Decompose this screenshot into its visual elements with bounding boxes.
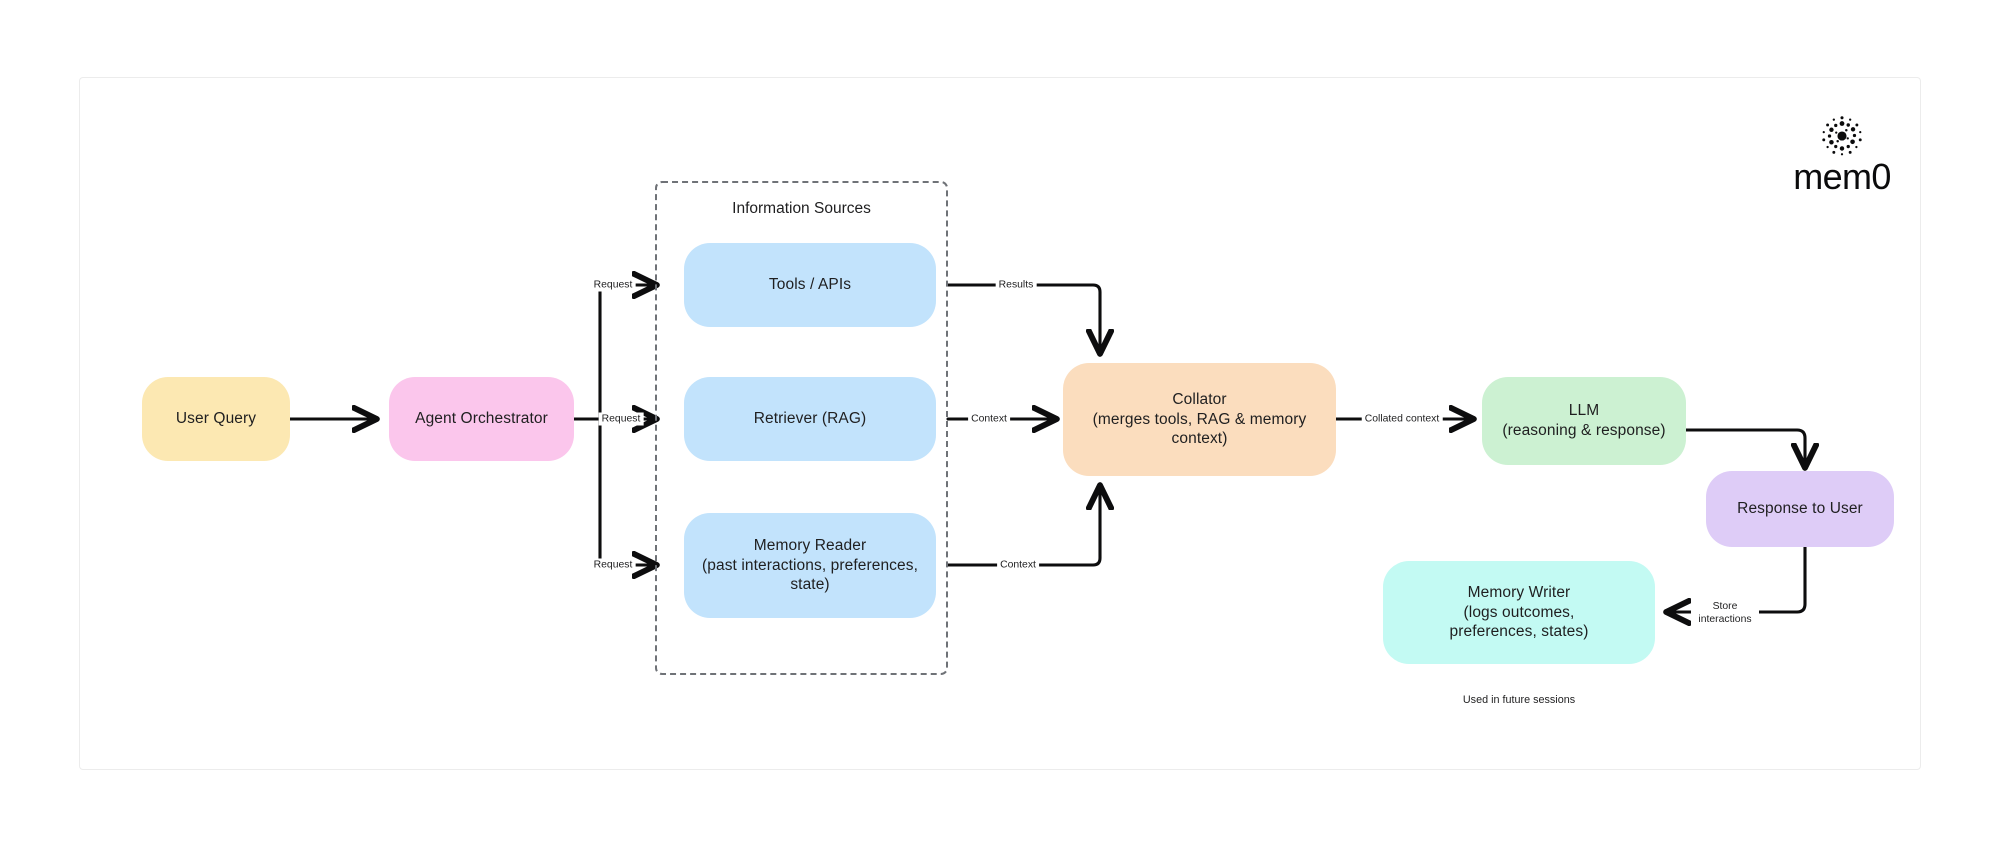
brand-logo: mem0 [1772,112,1912,202]
brand-wordmark: mem0 [1793,156,1891,197]
node-memory-writer[interactable]: Memory Writer (logs outcomes, preference… [1383,561,1655,664]
node-agent-orchestrator[interactable]: Agent Orchestrator [389,377,574,461]
edge-label-request-tools: Request [590,278,636,292]
edge-label-request-memory: Request [590,558,636,572]
edge-label-context-rag: Context [968,412,1010,426]
node-collator-line3: context) [1171,430,1228,448]
node-memory-writer-line2: (logs outcomes, [1463,603,1575,621]
node-agent-orchestrator-label: Agent Orchestrator [415,410,548,428]
node-response-to-user-label: Response to User [1737,500,1863,518]
node-llm-line1: LLM [1568,402,1600,420]
node-tools-apis-label: Tools / APIs [768,276,852,294]
edge-label-collated-context: Collated context [1361,412,1443,426]
node-memory-reader[interactable]: Memory Reader (past interactions, prefer… [684,513,936,618]
edge-label-context-memory: Context [997,558,1039,572]
node-llm-line2: (reasoning & response) [1502,422,1666,439]
node-memory-reader-line1: Memory Reader [753,536,867,554]
mem0-dot-burst-icon [1822,116,1862,156]
node-llm[interactable]: LLM (reasoning & response) [1482,377,1686,465]
node-memory-writer-line3: preferences, states) [1449,623,1589,641]
node-retriever-rag[interactable]: Retriever (RAG) [684,377,936,461]
node-tools-apis[interactable]: Tools / APIs [684,243,936,327]
node-response-to-user[interactable]: Response to User [1706,471,1894,547]
information-sources-group [655,181,948,675]
note-future-sessions: Used in future sessions [1462,694,1576,706]
node-user-query[interactable]: User Query [142,377,290,461]
edge-label-store-interactions: Store interactions [1691,600,1759,626]
node-collator[interactable]: Collator (merges tools, RAG & memory con… [1063,363,1336,476]
node-memory-reader-line2: (past interactions, preferences, [702,556,918,574]
node-retriever-rag-label: Retriever (RAG) [753,410,867,428]
node-memory-reader-line3: state) [790,576,830,594]
node-user-query-label: User Query [175,410,257,428]
node-collator-line1: Collator [1172,390,1227,408]
node-collator-line2: (merges tools, RAG & memory [1092,410,1307,428]
node-memory-writer-line1: Memory Writer [1467,583,1571,601]
edge-label-results: Results [995,278,1037,292]
information-sources-title: Information Sources [732,200,871,217]
edge-label-request-retriever: Request [598,412,644,426]
